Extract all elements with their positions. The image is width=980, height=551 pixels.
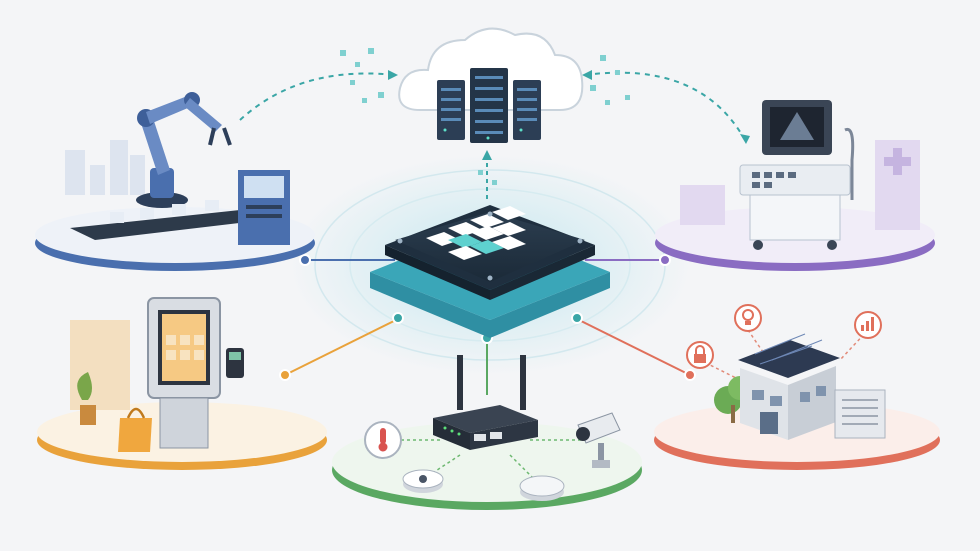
- hub-tiles: [426, 206, 526, 260]
- clothing-rack: [70, 320, 130, 410]
- security-camera-icon: [576, 412, 621, 468]
- router-icon: [433, 355, 538, 450]
- hvac-unit-icon: [834, 389, 886, 439]
- motion-sensor-icon: [519, 475, 565, 501]
- control-cabinet: [238, 170, 290, 245]
- smoke-detector-icon: [402, 469, 444, 493]
- smart-home-platform: [332, 355, 642, 510]
- lightbulb-icon: [734, 304, 762, 332]
- medical-platform: [655, 100, 935, 271]
- shopping-bag-icon: [118, 407, 152, 452]
- robot-arm-icon: [136, 92, 232, 208]
- industrial-platform: [35, 92, 315, 271]
- plant-icon: [77, 372, 96, 425]
- smart-building-platform: [654, 304, 940, 470]
- connection-lines: [239, 71, 746, 395]
- sensor-links: [395, 439, 585, 486]
- cloud-server-icon: [398, 27, 584, 143]
- server-rack: [437, 68, 541, 143]
- self-service-kiosk-icon: [147, 297, 244, 449]
- edge-gateway-icon: [370, 205, 610, 338]
- retail-platform: [37, 297, 327, 470]
- solar-building-icon: [738, 333, 840, 440]
- factory-silhouette: [65, 140, 145, 195]
- thermometer-icon: [364, 421, 402, 459]
- padlock-icon: [686, 341, 714, 369]
- data-particles: [340, 48, 630, 185]
- connection-arrowheads: [388, 70, 750, 160]
- conveyor-belt: [70, 200, 265, 240]
- ultrasound-machine-icon: [739, 100, 855, 250]
- bar-chart-icon: [854, 311, 882, 339]
- medical-cabinet: [680, 140, 920, 230]
- connection-dots: [279, 254, 696, 381]
